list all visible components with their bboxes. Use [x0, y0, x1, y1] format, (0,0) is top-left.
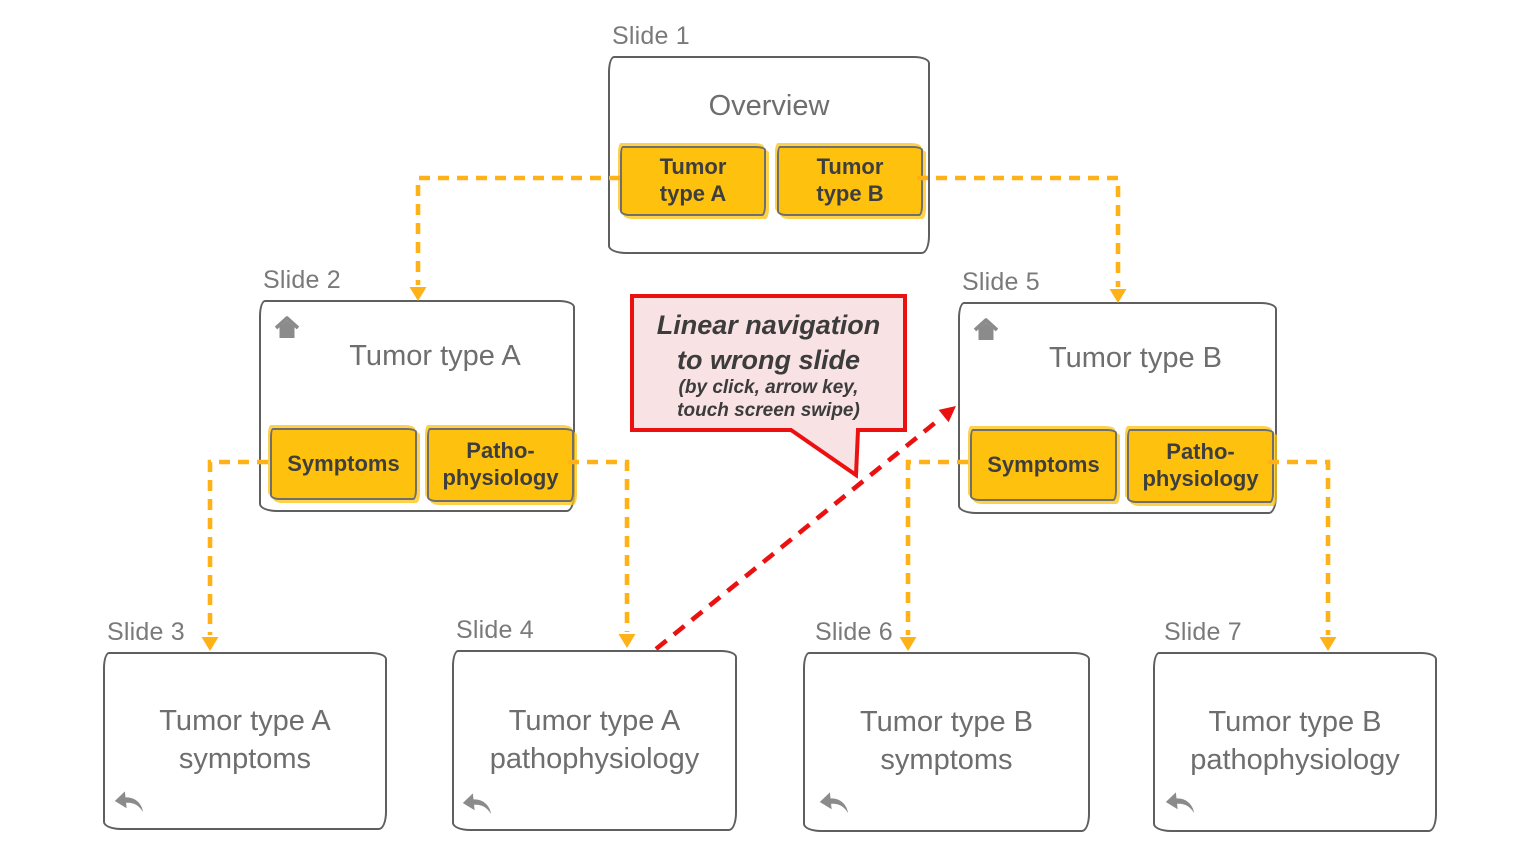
- slide-5-title: Tumor type B: [1049, 342, 1222, 374]
- return-arrow-icon[interactable]: [1165, 791, 1195, 816]
- arrowhead-slide5: [1109, 289, 1127, 303]
- slide-6-title: Tumor type B symptoms: [860, 706, 1033, 776]
- slide-3-frame: Tumor type A symptoms: [103, 652, 387, 830]
- callout-text: Linear navigation to wrong slide (by cli…: [632, 298, 905, 430]
- arrowhead-slide4: [618, 634, 636, 648]
- nav-button-label: Symptoms: [287, 450, 400, 476]
- slide-2-frame: Tumor type A Symptoms Patho- physiology: [259, 300, 575, 512]
- return-arrow-icon[interactable]: [819, 791, 849, 816]
- slide-4-label: Slide 4: [456, 616, 534, 644]
- slide-6: Slide 6 Tumor type B symptoms: [803, 618, 1090, 832]
- slide-4-frame: Tumor type A pathophysiology: [452, 650, 737, 831]
- arrowhead-slide3: [201, 637, 219, 651]
- arrowhead-slide2: [409, 287, 427, 301]
- slide-7: Slide 7 Tumor type B pathophysiology: [1153, 618, 1437, 832]
- return-arrow-icon[interactable]: [462, 792, 492, 817]
- slide-2-title: Tumor type A: [349, 340, 521, 372]
- wrong-navigation-arrowhead: [938, 406, 956, 423]
- slide-6-label: Slide 6: [815, 618, 893, 646]
- nav-button-symptoms-a[interactable]: Symptoms: [270, 428, 417, 500]
- slide-6-frame: Tumor type B symptoms: [803, 652, 1090, 832]
- slide-3-title: Tumor type A symptoms: [159, 705, 331, 775]
- arrowhead-slide7: [1319, 637, 1337, 651]
- connector-slide5-to-slide7: [1268, 459, 1331, 635]
- connector-slide2-to-slide4: [568, 459, 630, 632]
- home-icon[interactable]: [273, 315, 301, 341]
- slide-5-label: Slide 5: [962, 268, 1040, 296]
- nav-button-label: Tumor type B: [816, 154, 884, 206]
- slide-2-label: Slide 2: [263, 266, 341, 294]
- nav-button-label: Patho- physiology: [442, 438, 559, 490]
- nav-button-label: Tumor type A: [659, 154, 727, 206]
- nav-button-symptoms-b[interactable]: Symptoms: [970, 429, 1117, 501]
- slide-3-label: Slide 3: [107, 618, 185, 646]
- slide-5: Slide 5 Tumor type B Symptoms Patho- phy…: [958, 268, 1277, 514]
- arrowhead-slide6: [899, 637, 917, 651]
- connector-slide1-to-slide2: [415, 175, 620, 285]
- callout-subtitle: (by click, arrow key, touch screen swipe…: [677, 377, 860, 421]
- slide-1-label: Slide 1: [612, 22, 690, 50]
- nav-button-tumor-type-a[interactable]: Tumor type A: [620, 146, 766, 216]
- wrong-navigation-arrow: [654, 416, 943, 651]
- nav-button-pathophysiology-b[interactable]: Patho- physiology: [1127, 429, 1274, 503]
- nav-button-tumor-type-b[interactable]: Tumor type B: [777, 146, 923, 216]
- slide-7-label: Slide 7: [1164, 618, 1242, 646]
- slide-1-title: Overview: [708, 90, 830, 122]
- nav-button-label: Patho- physiology: [1142, 439, 1259, 491]
- nav-button-label: Symptoms: [987, 451, 1100, 477]
- slide-4: Slide 4 Tumor type A pathophysiology: [452, 616, 737, 831]
- slide-3: Slide 3 Tumor type A symptoms: [103, 618, 387, 830]
- slide-1: Slide 1 Overview Tumor type A Tumor type…: [608, 22, 930, 254]
- home-icon[interactable]: [972, 317, 1000, 343]
- slide-7-frame: Tumor type B pathophysiology: [1153, 652, 1437, 832]
- return-arrow-icon[interactable]: [114, 790, 144, 815]
- slide-5-frame: Tumor type B Symptoms Patho- physiology: [958, 302, 1277, 514]
- slide-1-frame: Overview Tumor type A Tumor type B: [608, 56, 930, 254]
- slide-2: Slide 2 Tumor type A Symptoms Patho- phy…: [259, 266, 575, 512]
- callout-title: Linear navigation to wrong slide: [656, 310, 881, 375]
- nav-button-pathophysiology-a[interactable]: Patho- physiology: [427, 428, 574, 502]
- slide-4-title: Tumor type A pathophysiology: [489, 704, 700, 775]
- slide-7-title: Tumor type B pathophysiology: [1190, 706, 1400, 776]
